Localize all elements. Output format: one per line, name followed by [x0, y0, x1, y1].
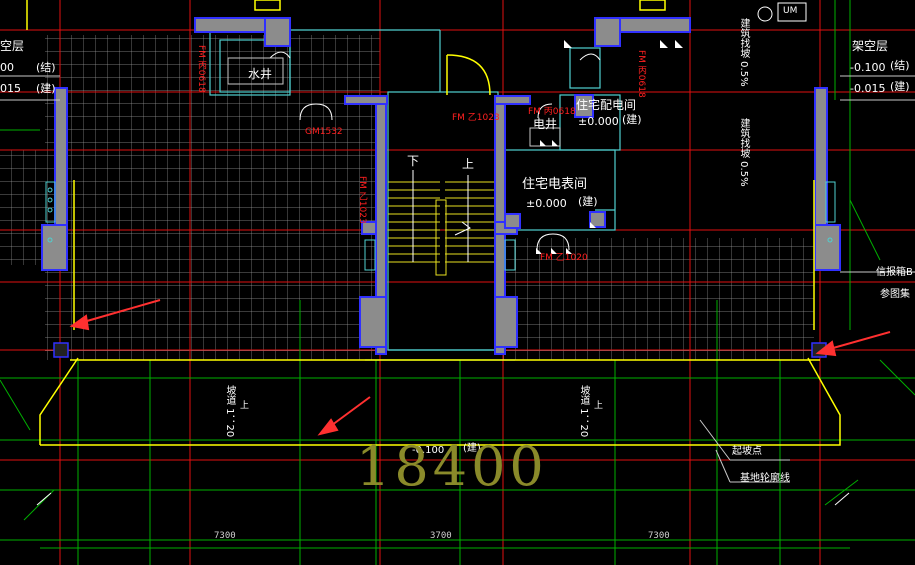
elev-right-1: -0.100 [850, 61, 886, 74]
meter-room-label: 住宅电表间 [522, 177, 588, 192]
meter-room-tag: (建) [578, 195, 598, 208]
power-room-label: 住宅配电间 [576, 98, 637, 112]
door-fm-right-top-label: FM 丙0618 [636, 50, 646, 98]
dimension-ticks [36, 492, 850, 549]
slope-note-2: 建筑找坡 0.5% [738, 118, 749, 187]
ground-line-label: 基地轮廓线 [740, 473, 790, 484]
fixture-symbols [536, 40, 683, 254]
north-badge-label: UM [783, 6, 798, 16]
door-fm-stair-label: FM 乙1023 [452, 113, 500, 123]
power-room-tag: (建) [622, 113, 642, 126]
floor-tiles-left-strip [0, 150, 45, 265]
elec-well-label: 电井 [533, 117, 558, 131]
stair-up-label: 上 [462, 157, 475, 171]
empty-floor-right-label: 架空层 [852, 39, 889, 53]
elev-left-2-tag: (建) [36, 82, 56, 95]
elev-left-2: 015 [0, 82, 21, 95]
dimension-3: 7300 [648, 531, 670, 541]
door-fm-meter-label: FM 乙1020 [540, 253, 588, 263]
elev-right-2: -0.015 [850, 82, 886, 95]
meter-room-elev: ±0.000 [526, 197, 567, 210]
slope-note-1: 建筑找坡 0.5% [738, 18, 749, 87]
elev-left-1: 00 [0, 61, 14, 74]
north-badge [757, 2, 807, 22]
ground-elev: -0.100 [412, 445, 445, 456]
elev-right-2-tag: (建) [890, 80, 910, 93]
ramp-right-label: 坡道 1：20 [578, 385, 589, 438]
floor-tiles-right [498, 238, 814, 360]
stair-treads [388, 170, 498, 276]
dimension-1: 7300 [214, 531, 236, 541]
door-swings [269, 51, 601, 251]
floor-tiles-left [45, 35, 380, 360]
red-annotation-arrows [69, 299, 891, 436]
power-room-elev: ±0.000 [578, 115, 619, 128]
column-markers [45, 181, 836, 271]
walls [41, 17, 841, 355]
elev-left-1-tag: (结) [36, 61, 56, 74]
door-gm1532-label: GM1532 [305, 127, 343, 137]
leader-lines [0, 75, 915, 483]
ramp-up-left: 上 [240, 401, 250, 411]
ramp-up-right: 上 [594, 401, 604, 411]
ramp-left-label: 坡道 1：20 [224, 385, 235, 438]
door-fm-left-label: FM 丙0618 [196, 45, 206, 93]
elev-right-1-tag: (结) [890, 59, 910, 72]
door-fm-stair-vert-label: FM 乙1023 [357, 176, 367, 224]
mailbox-ref-label: 参图集 [880, 289, 910, 300]
door-fm-elec-label: FM 丙0618 [528, 107, 576, 117]
water-well-label: 水井 [248, 67, 273, 81]
yellow-lines [26, 0, 841, 446]
total-dimension: 18400 [356, 435, 548, 498]
mailbox-label: 信报箱B- [876, 267, 915, 278]
dimension-2: 3700 [430, 531, 452, 541]
ground-elev-tag: (建) [463, 443, 481, 454]
slope-start-label: 起坡点 [732, 446, 762, 457]
empty-floor-left-label: 空层 [0, 39, 25, 53]
stair-down-label: 下 [407, 154, 420, 168]
